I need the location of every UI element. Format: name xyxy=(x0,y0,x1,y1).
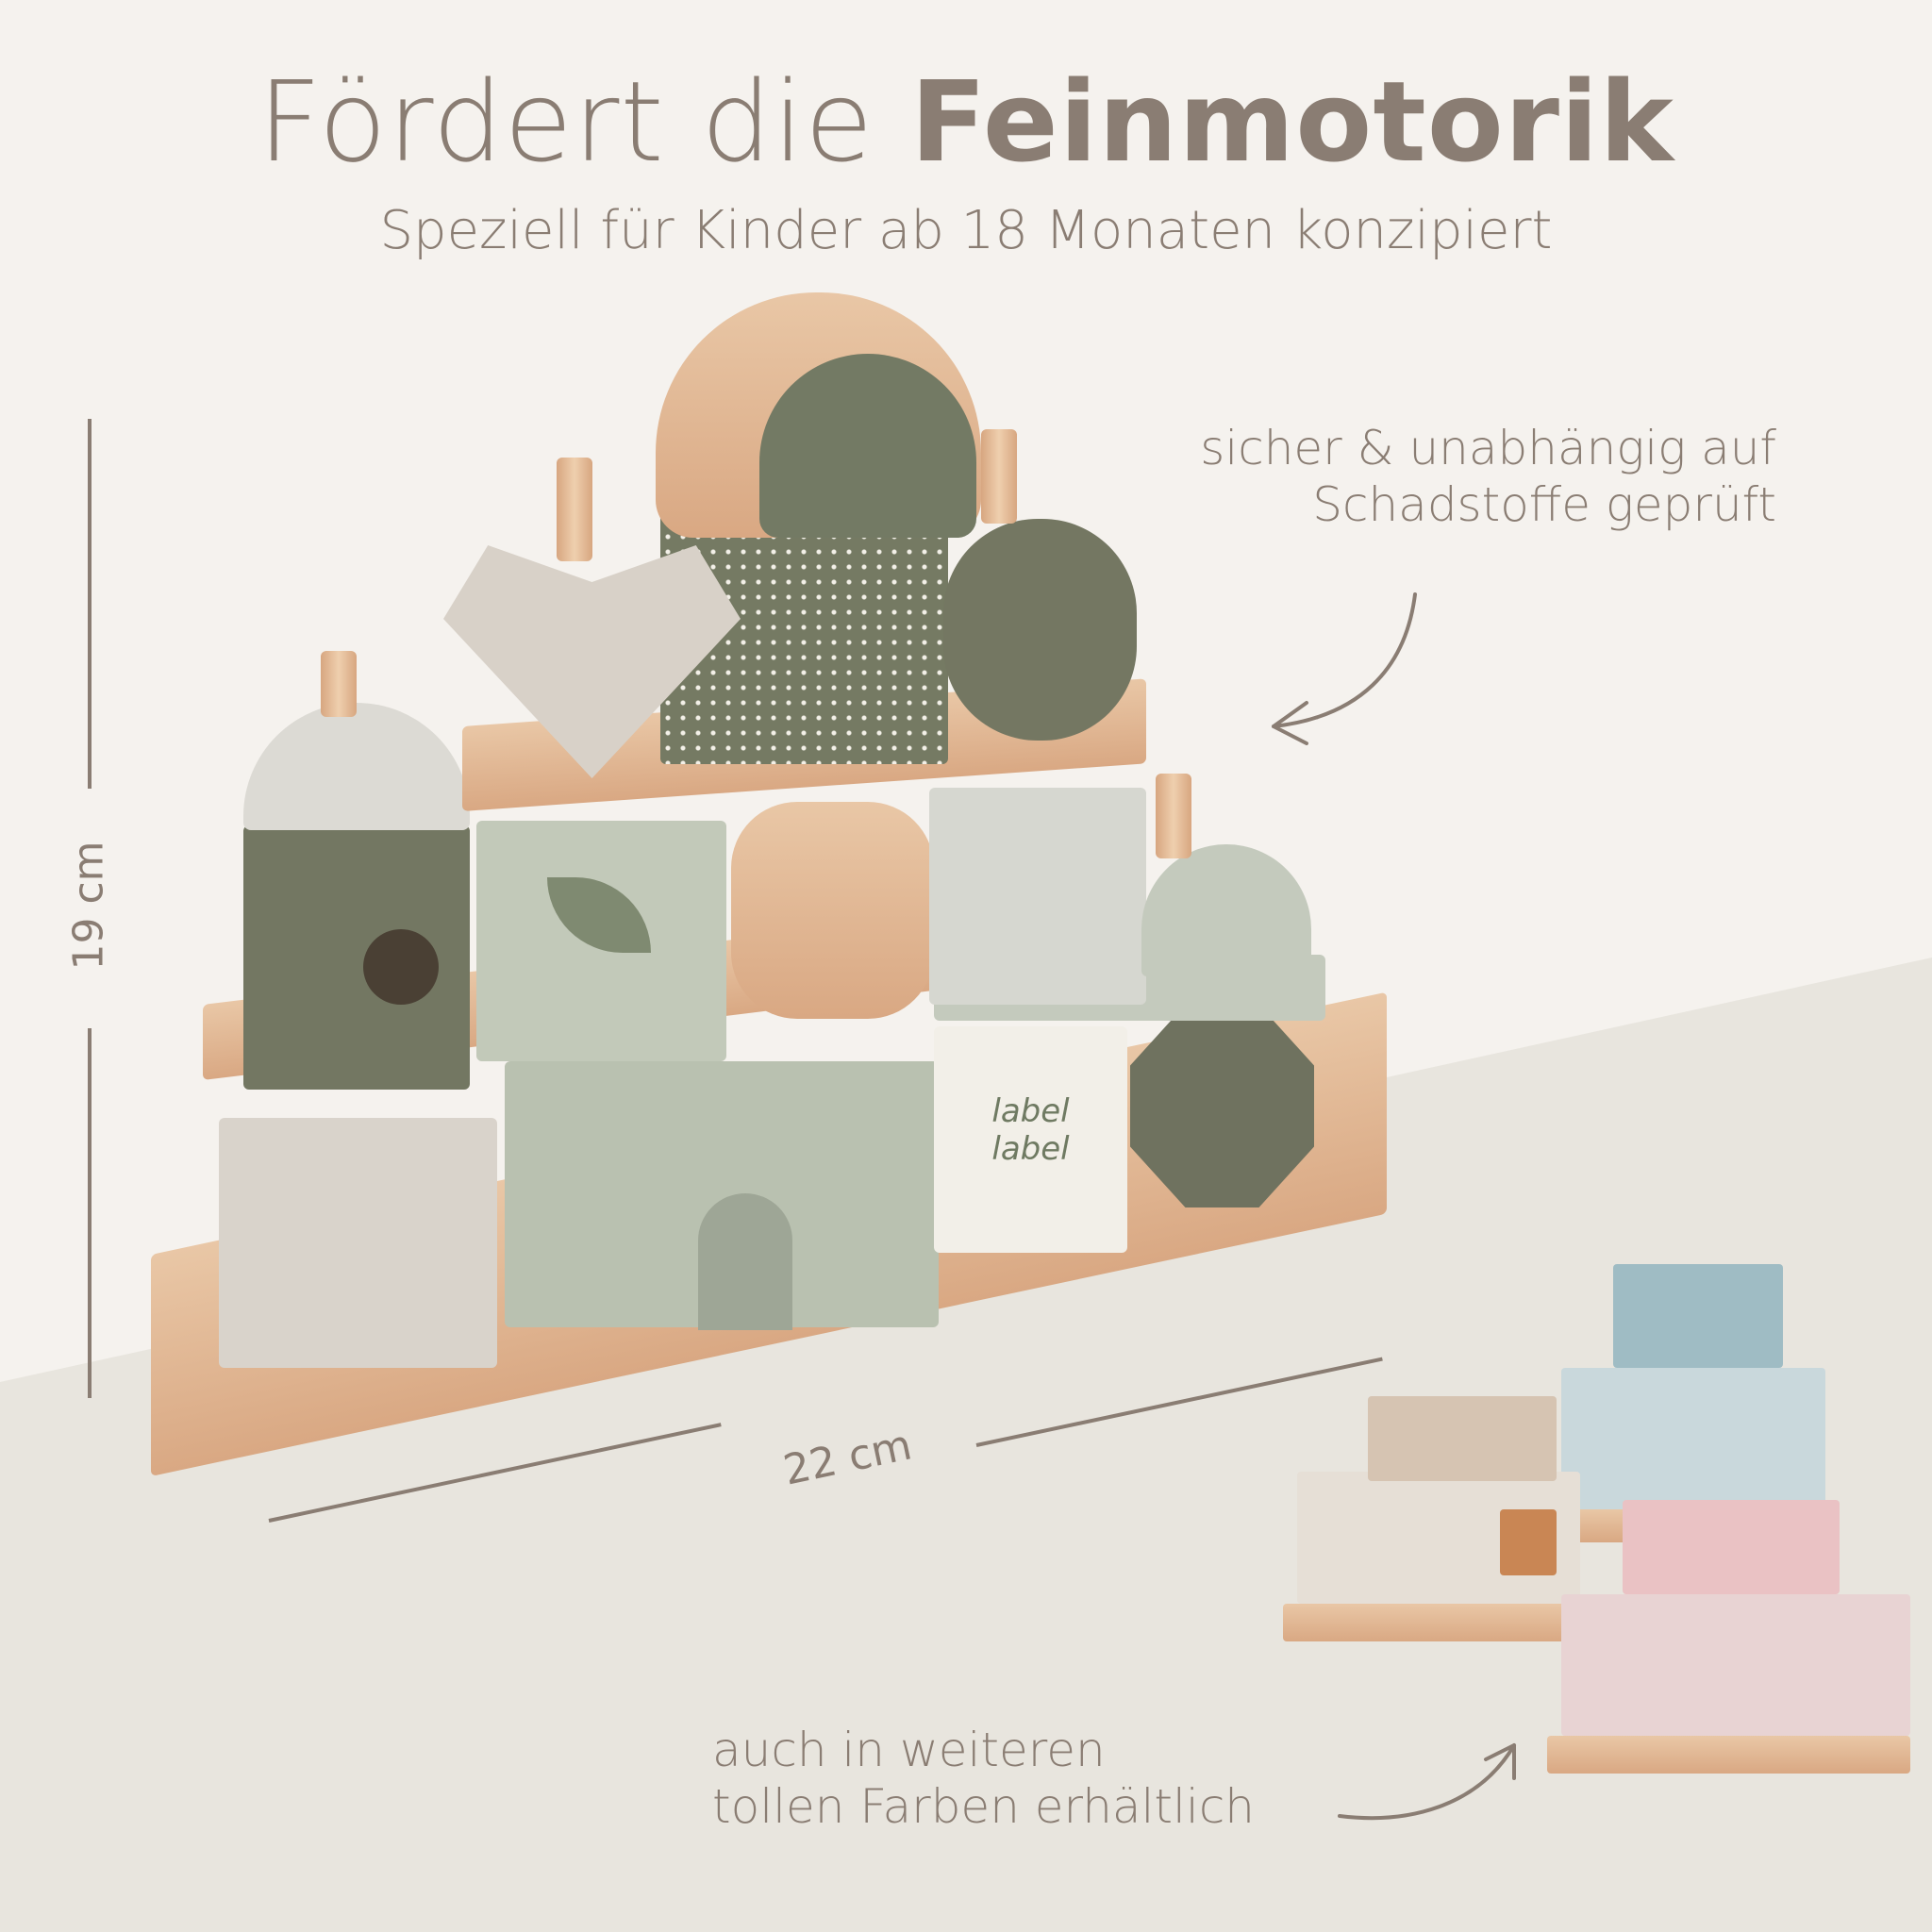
block-olive xyxy=(929,788,1146,1005)
variant-natural-base xyxy=(1283,1604,1575,1641)
block-cylinder xyxy=(943,519,1137,741)
block-flower xyxy=(731,802,934,1019)
peg xyxy=(1156,774,1191,858)
height-label: 19 cm xyxy=(64,841,113,971)
subtitle: Speziell für Kinder ab 18 Monaten konzip… xyxy=(379,200,1553,261)
block-halfround xyxy=(1141,844,1311,976)
block-octagon xyxy=(1130,1005,1314,1208)
arch-opening xyxy=(698,1193,792,1330)
variant-natural-orange xyxy=(1500,1509,1557,1575)
block-beige xyxy=(219,1118,497,1368)
variant-blue-top xyxy=(1613,1264,1783,1368)
height-line xyxy=(88,1028,92,1398)
shell-icon xyxy=(759,354,976,538)
house-hole xyxy=(363,929,439,1005)
variant-natural-top xyxy=(1368,1396,1557,1481)
block-roof xyxy=(243,703,470,830)
height-line xyxy=(88,419,92,789)
peg xyxy=(981,429,1017,524)
peg xyxy=(557,458,592,561)
headline: Fördert die Feinmotorik xyxy=(258,57,1674,187)
arrow-icon xyxy=(1272,592,1417,745)
peg xyxy=(321,651,357,717)
arrow-icon xyxy=(1338,1743,1516,1821)
variant-pink-base xyxy=(1547,1736,1910,1774)
variant-pink xyxy=(1561,1594,1910,1736)
variant-pink-top xyxy=(1623,1500,1840,1594)
variant-blue xyxy=(1561,1368,1825,1509)
